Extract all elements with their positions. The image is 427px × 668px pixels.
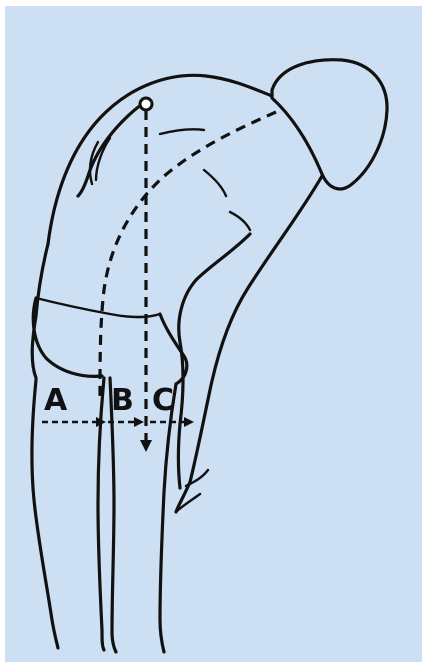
plumb-point	[140, 98, 152, 110]
label-c: C	[152, 383, 174, 418]
label-a: A	[44, 383, 68, 418]
label-b: B	[111, 383, 134, 418]
background-panel	[5, 6, 422, 662]
